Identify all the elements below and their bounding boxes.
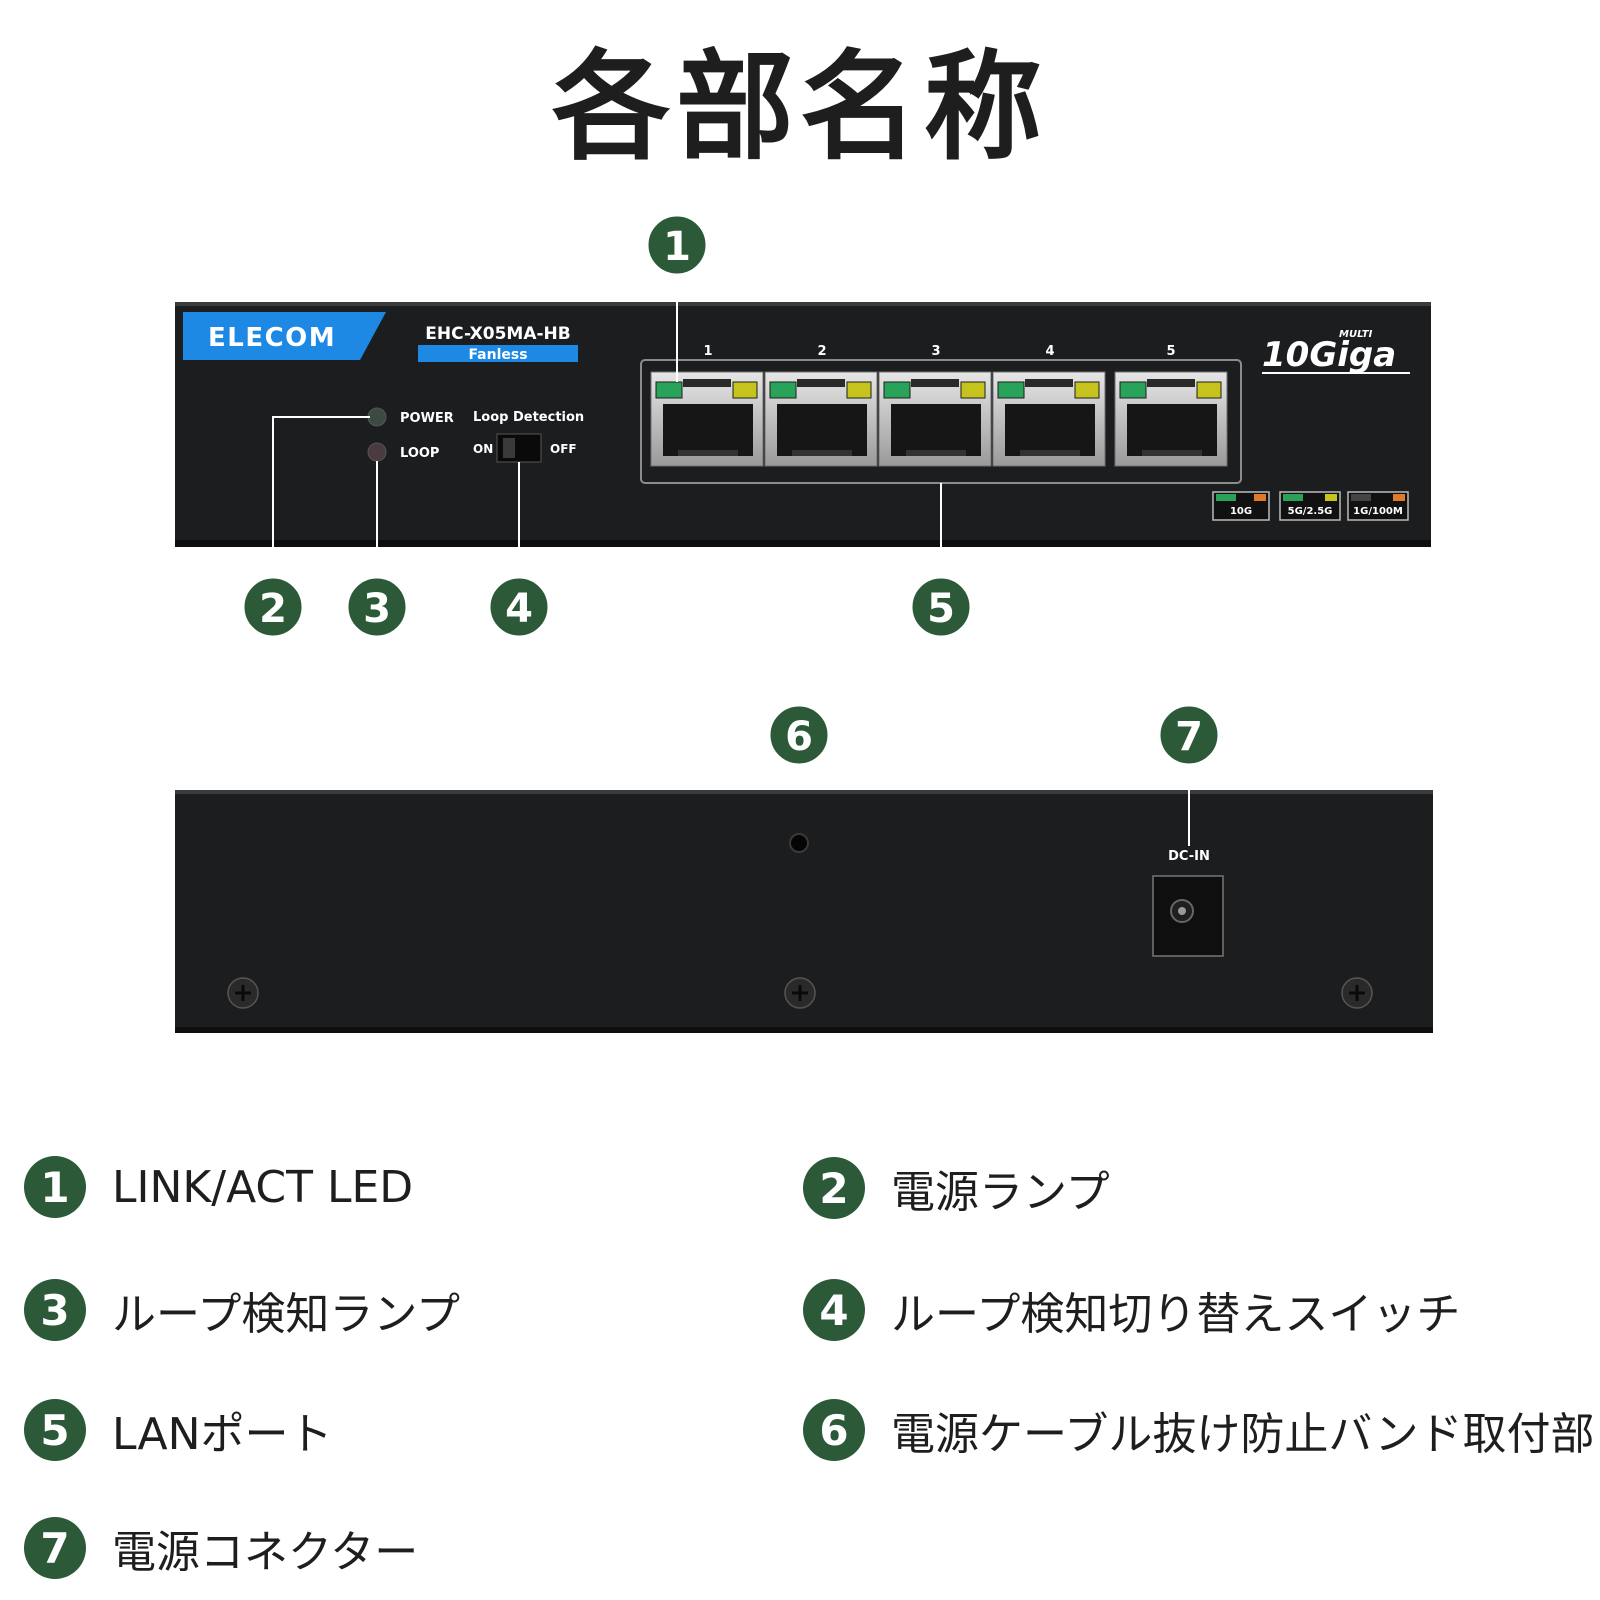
screw-right <box>1341 977 1373 1009</box>
callout-2: 2 <box>241 575 305 639</box>
svg-text:2: 2 <box>259 586 287 632</box>
port-number-2: 2 <box>817 344 826 359</box>
switch-off-label: OFF <box>550 442 577 456</box>
legend-number: 7 <box>24 1517 86 1579</box>
legend-item-2: 2 電源ランプ <box>803 1156 1110 1220</box>
legend-item-1: 1 LINK/ACT LED <box>24 1156 413 1218</box>
svg-text:5: 5 <box>927 586 955 632</box>
power-led-label: POWER <box>400 411 454 426</box>
callout-3: 3 <box>345 575 409 639</box>
front-panel: ELECOM EHC-X05MA-HB Fanless POWER LOOP L… <box>175 302 1431 547</box>
legend-text: ループ検知切り替えスイッチ <box>891 1289 1461 1340</box>
link-act-led <box>655 381 683 399</box>
port-number-1: 1 <box>703 344 712 359</box>
rear-panel: DC-IN <box>175 790 1433 1033</box>
power-led <box>367 407 387 427</box>
svg-text:3: 3 <box>363 586 391 632</box>
svg-text:4: 4 <box>505 586 533 632</box>
port-number-5: 5 <box>1166 344 1175 359</box>
legend-number: 1 <box>24 1156 86 1218</box>
legend-text: 電源ケーブル抜け防止バンド取付部 <box>891 1409 1595 1460</box>
legend-text: 電源ランプ <box>891 1167 1110 1218</box>
legend-text: ループ検知ランプ <box>112 1289 461 1340</box>
speed-led <box>846 381 872 399</box>
fanless-label-bg <box>418 345 578 362</box>
callout-7: 7 <box>1157 703 1221 767</box>
link-act-led <box>1119 381 1147 399</box>
speed-legend-10g: 10G <box>1212 491 1270 521</box>
brand-label <box>183 312 386 360</box>
loop-led <box>367 442 387 462</box>
legend-text: 電源コネクター <box>112 1527 419 1578</box>
speed-led <box>1196 381 1222 399</box>
lan-port-2[interactable] <box>764 371 878 467</box>
svg-text:1: 1 <box>663 224 691 270</box>
device-diagram: ELECOM EHC-X05MA-HB Fanless POWER LOOP L… <box>175 213 1433 1033</box>
legend-item-3: 3 ループ検知ランプ <box>24 1278 460 1342</box>
screw-left <box>227 977 259 1009</box>
model-number: EHC-X05MA-HB <box>425 324 570 344</box>
callout-1: 1 <box>645 213 709 277</box>
brand-logo: ELECOM <box>208 323 336 353</box>
loop-led-label: LOOP <box>400 446 439 461</box>
port-number-3: 3 <box>931 344 940 359</box>
lan-port-1[interactable] <box>650 371 764 467</box>
callout-6: 6 <box>767 703 831 767</box>
band-mount-hole <box>789 833 809 853</box>
page-title: 各部名称 <box>551 38 1048 176</box>
legend-number: 4 <box>803 1279 865 1341</box>
callout-4: 4 <box>487 575 551 639</box>
speed-legend-1g: 1G/100M <box>1347 491 1409 521</box>
speed-led <box>732 381 758 399</box>
legend-item-4: 4 ループ検知切り替えスイッチ <box>803 1278 1460 1342</box>
logo-10giga: 10Giga <box>1262 335 1396 375</box>
port-number-4: 4 <box>1045 344 1054 359</box>
fanless-label: Fanless <box>468 347 527 363</box>
speed-led <box>1074 381 1100 399</box>
speed-legend-5g: 5G/2.5G <box>1279 491 1341 521</box>
lan-port-3[interactable] <box>878 371 992 467</box>
legend-item-7: 7 電源コネクター <box>24 1516 418 1580</box>
svg-text:5G/2.5G: 5G/2.5G <box>1288 506 1333 517</box>
legend-item-6: 6 電源ケーブル抜け防止バンド取付部 <box>803 1398 1595 1462</box>
svg-text:10G: 10G <box>1230 506 1252 517</box>
link-act-led <box>769 381 797 399</box>
switch-on-label: ON <box>473 442 493 456</box>
screw-center <box>784 977 816 1009</box>
legend-number: 3 <box>24 1279 86 1341</box>
lan-port-4[interactable] <box>992 371 1106 467</box>
speed-led <box>960 381 986 399</box>
svg-text:1G/100M: 1G/100M <box>1353 506 1403 517</box>
legend-text: LINK/ACT LED <box>112 1161 414 1213</box>
callout-5: 5 <box>909 575 973 639</box>
dc-in-label: DC-IN <box>1168 849 1210 864</box>
svg-text:6: 6 <box>785 714 813 760</box>
legend-text: LANポート <box>112 1409 333 1460</box>
legend-item-5: 5 LANポート <box>24 1398 333 1462</box>
legend-number: 5 <box>24 1399 86 1461</box>
logo-multi: MULTI <box>1339 329 1373 340</box>
lan-port-5[interactable] <box>1114 371 1228 467</box>
loop-detection-label: Loop Detection <box>473 410 584 425</box>
legend-number: 2 <box>803 1157 865 1219</box>
leader-lines <box>272 275 1190 846</box>
svg-text:7: 7 <box>1175 714 1203 760</box>
legend-number: 6 <box>803 1399 865 1461</box>
link-act-led <box>997 381 1025 399</box>
link-act-led <box>883 381 911 399</box>
